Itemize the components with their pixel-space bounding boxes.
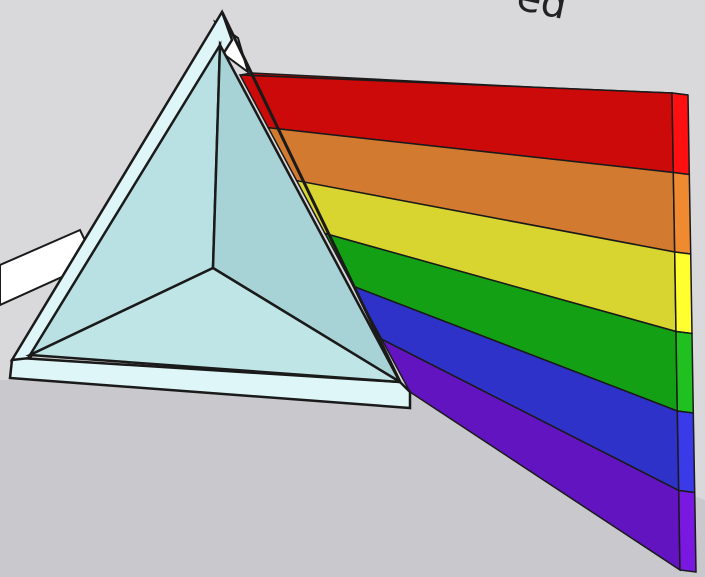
spectrum-band-edge-orange xyxy=(673,173,690,255)
spectrum-band-edge-blue xyxy=(677,411,694,493)
spectrum-band-edge-green xyxy=(676,332,693,414)
spectrum-band-edge-violet xyxy=(679,491,696,573)
spectrum-band-edge-yellow xyxy=(675,252,692,334)
spectrum-band-edge-red xyxy=(672,93,689,175)
top-label-fragment: ed xyxy=(513,0,571,29)
